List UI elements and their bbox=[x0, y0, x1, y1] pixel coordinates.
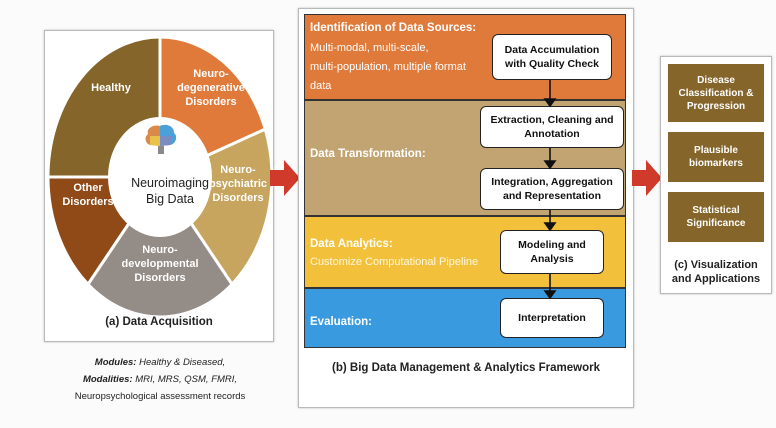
disorder-wheel bbox=[46, 35, 274, 319]
segment-label-neurodevelopmental: Neuro- developmental Disorders bbox=[121, 244, 199, 284]
identification-sub-1: Multi-modal, multi-scale, bbox=[310, 42, 429, 54]
modalities-text: MRI, MRS, QSM, FMRI, bbox=[132, 374, 238, 385]
modalities-label: Modalities: bbox=[82, 374, 133, 385]
flow-arrow-head bbox=[543, 98, 557, 108]
flow-arrows bbox=[543, 80, 557, 300]
identification-title: Identification of Data Sources: bbox=[310, 22, 477, 34]
identification-sub-3: data bbox=[310, 80, 332, 92]
analytics-title: Data Analytics: bbox=[310, 238, 393, 250]
brain-icon bbox=[145, 124, 177, 154]
flow-arrow-head bbox=[543, 290, 557, 300]
modules-label: Modules: bbox=[94, 357, 137, 368]
wheel-center bbox=[108, 117, 212, 237]
flow-arrow-head bbox=[543, 222, 557, 232]
segment-label-healthy: Healthy bbox=[91, 82, 131, 94]
identification-sub-2: multi-population, multiple format bbox=[310, 61, 466, 73]
segment-label-neurodegenerative: Neuro- degenerative Disorders bbox=[177, 68, 245, 108]
modalities-line: Modalities: MRI, MRS, QSM, FMRI, bbox=[40, 374, 280, 385]
interpretation-box: Interpretation bbox=[500, 298, 604, 338]
disease-classification-box: Disease Classification & Progression bbox=[668, 64, 764, 122]
statistical-significance-box: Statistical Significance bbox=[668, 192, 764, 242]
modules-line: Modules: Healthy & Diseased, bbox=[40, 357, 280, 368]
framework-caption: (b) Big Data Management & Analytics Fram… bbox=[332, 362, 600, 374]
flow-arrow-head bbox=[543, 160, 557, 170]
records-line: Neuropsychological assessment records bbox=[74, 391, 246, 402]
evaluation-band bbox=[304, 288, 626, 348]
arrow-a-to-b-icon bbox=[270, 160, 300, 196]
segment-label-other-disorders: Other Disorders bbox=[62, 182, 114, 208]
visualization-caption: (c) Visualization and Applications bbox=[671, 259, 761, 285]
data-accumulation-box: Data Accumulation with Quality Check bbox=[492, 34, 612, 80]
analytics-sub: Customize Computational Pipeline bbox=[310, 256, 479, 268]
modeling-box: Modeling and Analysis bbox=[500, 230, 604, 274]
data-acquisition-caption: (a) Data Acquisition bbox=[105, 316, 213, 328]
wheel-segment-neurodevelopmental bbox=[86, 174, 234, 319]
modules-text: Healthy & Diseased, bbox=[136, 357, 226, 368]
segment-label-neuropsychiatric: Neuro- psychiatric Disorders bbox=[208, 164, 268, 204]
evaluation-title: Evaluation: bbox=[310, 316, 372, 328]
plausible-biomarkers-box: Plausible biomarkers bbox=[668, 132, 764, 182]
extraction-box: Extraction, Cleaning and Annotation bbox=[480, 106, 624, 148]
transformation-title: Data Transformation: bbox=[310, 148, 426, 160]
arrow-b-to-c-icon bbox=[632, 160, 662, 196]
integration-box: Integration, Aggregation and Representat… bbox=[480, 168, 624, 210]
neuroimaging-big-data-label: Neuroimaging Big Data bbox=[131, 176, 209, 206]
